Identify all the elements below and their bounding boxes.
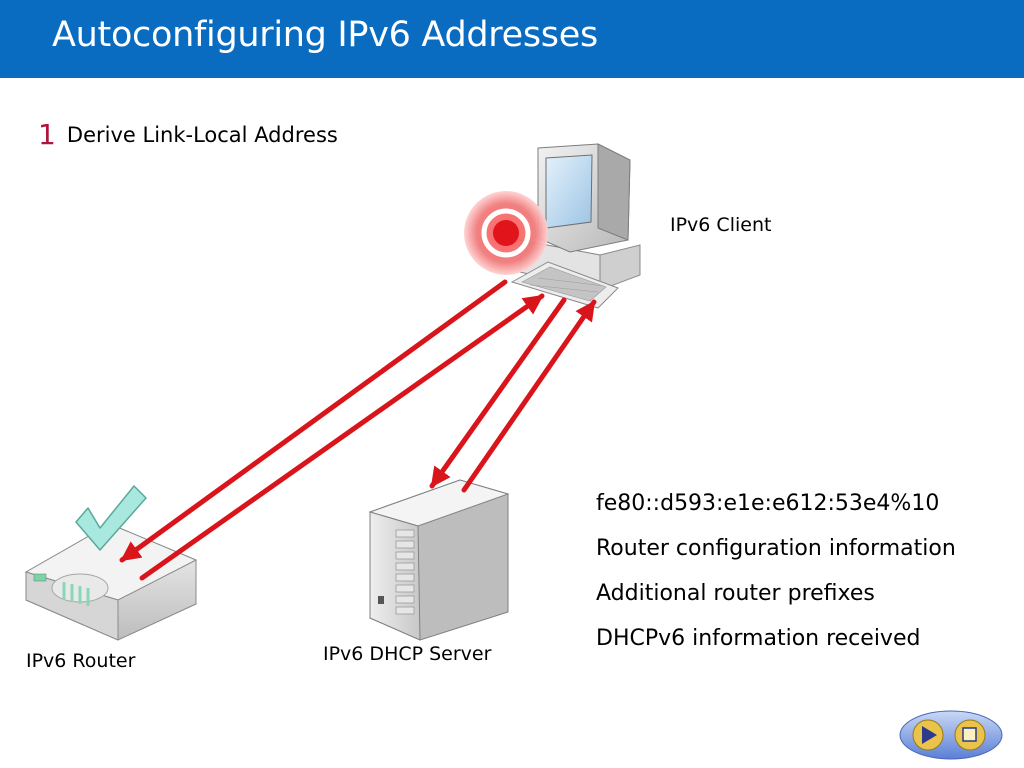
- step-heading: 1 Derive Link-Local Address: [38, 118, 338, 151]
- arrow-dhcp-to-client: [461, 299, 597, 493]
- info-line-dhcpv6: DHCPv6 information received: [596, 626, 921, 651]
- info-line-router-prefixes: Additional router prefixes: [596, 581, 875, 606]
- router-label: IPv6 Router: [26, 650, 136, 672]
- step-number: 1: [38, 118, 56, 151]
- slide-title: Autoconfiguring IPv6 Addresses: [52, 15, 598, 55]
- title-bar: Autoconfiguring IPv6 Addresses: [0, 0, 1024, 78]
- info-line-address: fe80::d593:e1e:e612:53e4%10: [596, 491, 940, 516]
- arrow-client-to-router: [119, 279, 508, 563]
- arrows: [119, 279, 597, 581]
- target-icon: [464, 191, 548, 275]
- arrow-client-to-dhcp: [429, 297, 567, 489]
- play-icon[interactable]: [912, 719, 944, 751]
- arrow-router-to-client: [139, 293, 545, 581]
- server-icon: [368, 479, 510, 641]
- stop-icon[interactable]: [954, 719, 986, 751]
- info-line-router-config: Router configuration information: [596, 536, 956, 561]
- checkmark-icon: [75, 485, 147, 551]
- info-list: fe80::d593:e1e:e612:53e4%10 Router confi…: [596, 490, 956, 670]
- step-label: Derive Link-Local Address: [66, 122, 338, 147]
- dhcp-server-label: IPv6 DHCP Server: [323, 643, 492, 665]
- client-label: IPv6 Client: [670, 214, 772, 236]
- router-icon: [24, 523, 198, 641]
